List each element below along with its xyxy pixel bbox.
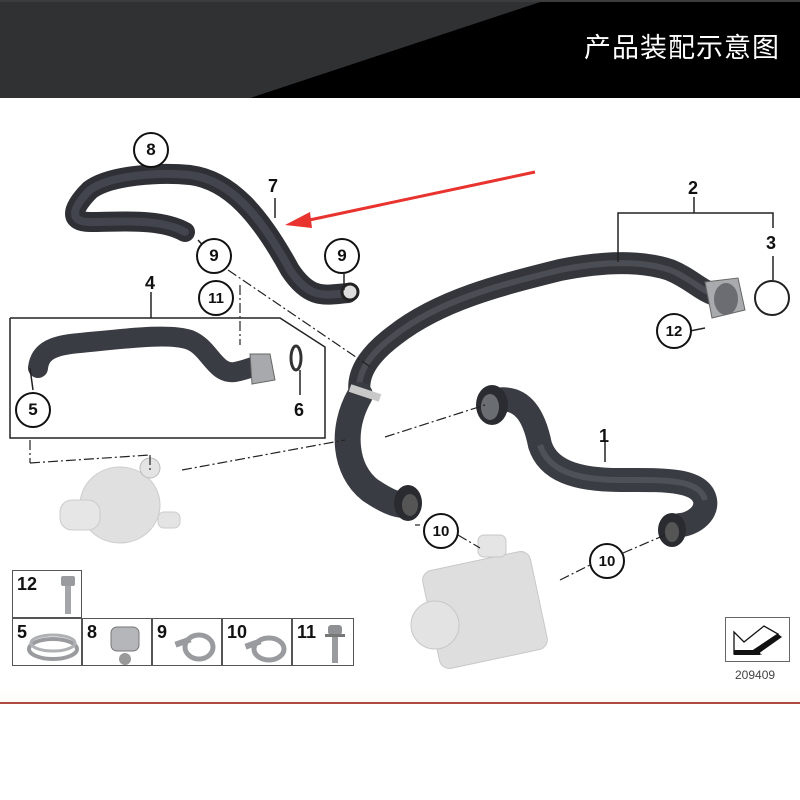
footer-fade [0, 690, 800, 702]
diagram-drawing [9, 163, 790, 669]
thermostat-housing-ghost [59, 457, 181, 544]
hose-clamp-icon [174, 632, 216, 662]
highlight-arrow [285, 170, 536, 228]
label-7: 7 [268, 176, 279, 196]
legend-num: 12 [17, 574, 38, 594]
label-3: 3 [766, 233, 777, 253]
hose-2 [334, 252, 790, 521]
reference-view-box [725, 617, 790, 662]
spring-clamp-icon [27, 633, 79, 661]
header-banner: 产品装配示意图 [0, 0, 800, 98]
hose-clamp-icon [244, 635, 287, 663]
label-4: 4 [145, 273, 156, 293]
clip-clamp-icon [110, 626, 140, 665]
legend-item-12: 12 [12, 570, 82, 618]
group-4-box [9, 317, 326, 439]
callout-5: 5 [15, 392, 51, 428]
legend-num: 8 [87, 622, 98, 642]
bolt-icon [61, 576, 75, 614]
callout-12: 12 [656, 313, 692, 349]
banner-title: 产品装配示意图 [584, 33, 780, 64]
callout-10-left: 10 [423, 513, 459, 549]
callout-9-left: 9 [196, 238, 232, 274]
callout-8: 8 [133, 132, 169, 168]
banner-background-panel [0, 0, 800, 98]
diagram-reference-number: 209409 [735, 668, 776, 682]
water-pump-ghost [410, 534, 548, 669]
label-2: 2 [688, 178, 699, 198]
hose-7 [65, 163, 360, 305]
legend-num: 9 [157, 622, 168, 642]
label-1: 1 [599, 426, 610, 446]
callout-9-right: 9 [324, 238, 360, 274]
assembly-diagram: 8 9 9 11 5 12 10 10 7 4 6 2 3 1 [0, 98, 800, 698]
legend-num: 5 [17, 622, 28, 642]
label-6: 6 [294, 400, 305, 420]
flange-bolt-icon [325, 625, 345, 663]
legend-item-8: 8 [82, 618, 152, 666]
footer-divider [0, 702, 800, 704]
callout-10-right: 10 [589, 543, 625, 579]
legend-item-5: 5 [12, 618, 82, 666]
arrow-down-left-icon [733, 625, 782, 655]
legend-item-9: 9 [152, 618, 222, 666]
legend-item-10: 10 [222, 618, 292, 666]
legend-item-11: 11 [292, 618, 354, 666]
callout-11: 11 [198, 280, 234, 316]
solid-leaders [29, 197, 774, 462]
legend-num: 10 [227, 622, 248, 642]
legend-num: 11 [297, 622, 317, 642]
hose-1 [476, 385, 718, 547]
hose-4 [28, 326, 303, 385]
leader-lines [29, 269, 666, 581]
